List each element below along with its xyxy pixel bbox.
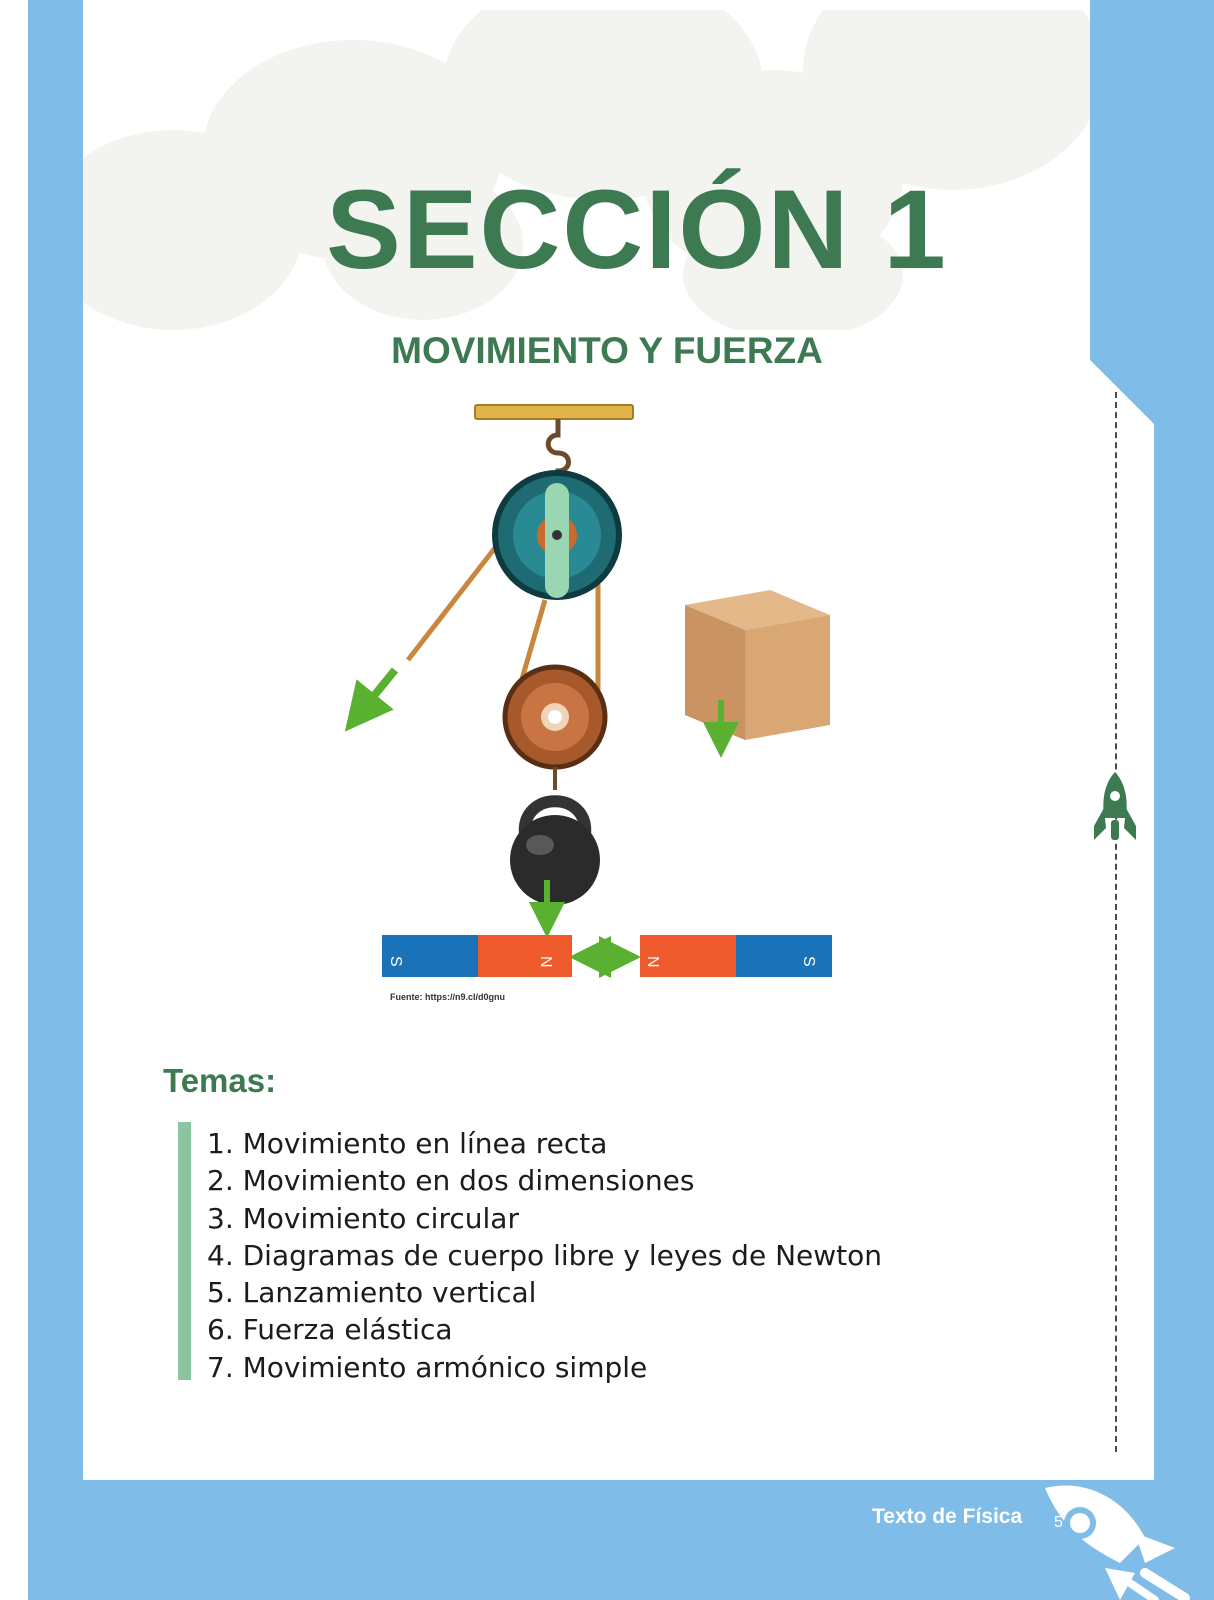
side-tab (1090, 360, 1154, 1480)
topics-heading: Temas: (163, 1062, 277, 1099)
magnet-right-pole-s: S (800, 956, 817, 967)
kettlebell (510, 795, 600, 905)
topic-item: 2. Movimiento en dos dimensiones (207, 1164, 695, 1198)
frame-left-border (28, 0, 83, 1600)
topic-list: 1. Movimiento en línea recta 2. Movimien… (207, 1125, 882, 1386)
magnet-left-pole-s: S (387, 956, 404, 967)
ceiling-beam (474, 404, 634, 420)
topic-item: 1. Movimiento en línea recta (207, 1127, 608, 1160)
magnet-right-pole-n: N (644, 956, 661, 968)
topic-item: 7. Movimiento armónico simple (207, 1350, 648, 1384)
dashed-divider (1115, 392, 1117, 1452)
topic-item: 5. Lanzamiento vertical (207, 1276, 537, 1310)
page-number: 5 (1054, 1514, 1063, 1531)
section-title: SECCIÓN 1 (326, 167, 948, 292)
hook (545, 419, 571, 485)
page-edge (0, 0, 28, 1600)
cloud-background (83, 10, 1090, 330)
section-subtitle: MOVIMIENTO Y FUERZA (391, 330, 823, 371)
magnet-left: S N (382, 935, 572, 977)
footer-book-title: Texto de Física (872, 1505, 1023, 1528)
pulley-illustration: S N N S (344, 404, 832, 978)
bottom-pulley (502, 664, 608, 770)
magnet-left-pole-n: N (537, 956, 554, 968)
rocket-icon (1094, 772, 1136, 840)
footer-rocket-icon (1045, 1485, 1190, 1600)
force-arrow-rope (344, 667, 399, 732)
topic-item: 4. Diagramas de cuerpo libre y leyes de … (207, 1238, 883, 1272)
topic-item: 6. Fuerza elástica (207, 1313, 453, 1347)
figure-source: Fuente: https://n9.cl/d0gnu (390, 992, 505, 1002)
box (685, 590, 830, 740)
frame-bottom-border (28, 1480, 1214, 1600)
topics-accent-bar (178, 1122, 191, 1380)
top-pulley (492, 470, 622, 600)
magnet-right: N S (640, 935, 832, 977)
side-tab-bevel (1090, 360, 1154, 424)
topic-item: 3. Movimiento circular (207, 1201, 519, 1235)
